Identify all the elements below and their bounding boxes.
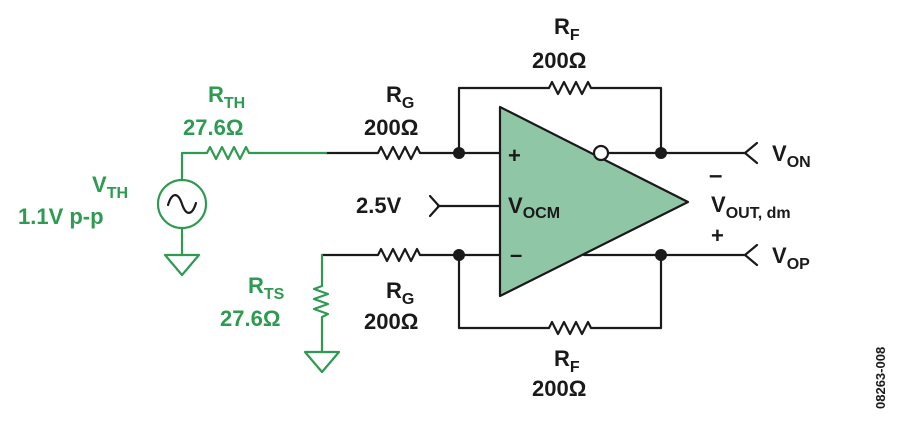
rts-value: 27.6Ω (220, 306, 280, 331)
inverting-output-bubble (592, 144, 610, 162)
vocm-input-terminal (428, 194, 441, 218)
vocm-input-value: 2.5V (356, 193, 402, 218)
von-label: VON (772, 141, 811, 171)
junction-dot (453, 249, 465, 261)
rg-bot-value: 200Ω (364, 309, 418, 334)
rf-bot-label: RF (554, 346, 580, 376)
output-plus-sign: + (711, 223, 724, 248)
vth-value: 1.1V p-p (18, 204, 104, 229)
top-input-wiring (324, 80, 747, 161)
inverting-input-sign: – (510, 242, 522, 267)
vocm-label: VOCM (508, 193, 560, 222)
vop-label: VOP (772, 243, 810, 273)
vop-terminal (743, 243, 759, 267)
junction-dot (453, 147, 465, 159)
noninverting-input-sign: + (508, 143, 521, 168)
rg-top-label: RG (386, 82, 414, 112)
ground-icon (163, 253, 201, 277)
rth-label: RTH (208, 82, 245, 112)
von-terminal (743, 141, 759, 165)
sine-source-icon (156, 178, 208, 230)
rts-label: RTS (248, 273, 285, 303)
vth-label: VTH (92, 172, 128, 202)
rg-top-value: 200Ω (364, 115, 418, 140)
rf-top-value: 200Ω (532, 48, 586, 73)
rf-bot-value: 200Ω (532, 376, 586, 401)
junction-dot (655, 249, 667, 261)
differential-amplifier (498, 105, 690, 298)
ground-icon (303, 350, 341, 374)
source-network (180, 145, 330, 354)
vout-label: VOUT, dm (711, 192, 791, 222)
rth-value: 27.6Ω (183, 115, 243, 140)
junction-dot (655, 147, 667, 159)
rf-top-label: RF (554, 14, 580, 44)
output-minus-sign: – (709, 162, 722, 189)
figure-id: 08263-008 (873, 347, 888, 409)
rg-bot-label: RG (386, 278, 414, 308)
